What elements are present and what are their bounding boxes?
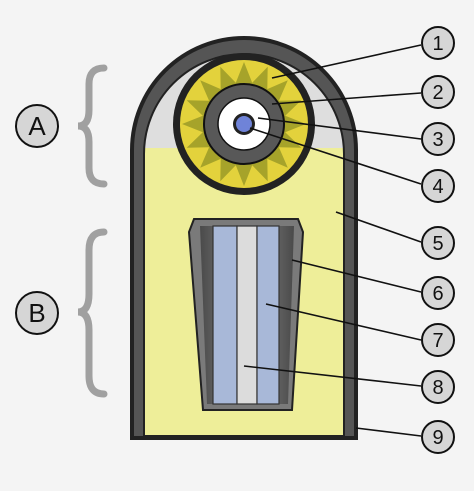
callout-2-text: 2 <box>432 82 443 104</box>
leader-line-2 <box>271 92 422 105</box>
leader-line-4 <box>249 127 422 185</box>
leader-line-3 <box>257 117 422 140</box>
section-label-a-text: A <box>28 111 46 141</box>
callout-5-text: 5 <box>432 233 443 255</box>
rod-middle <box>236 225 258 405</box>
callout-8: 8 <box>421 370 455 404</box>
callout-1-text: 1 <box>432 33 443 55</box>
leader-line-6 <box>291 259 422 293</box>
callout-8-text: 8 <box>432 377 443 399</box>
brace-b <box>77 228 108 398</box>
brace-a <box>77 64 108 188</box>
leader-line-5 <box>335 211 422 243</box>
leader-line-9 <box>355 427 422 437</box>
callout-9: 9 <box>421 420 455 454</box>
callout-6-text: 6 <box>432 283 443 305</box>
callout-1: 1 <box>421 26 455 60</box>
core-center <box>236 116 252 132</box>
callout-6: 6 <box>421 276 455 310</box>
callout-2: 2 <box>421 75 455 109</box>
section-label-b: B <box>15 291 59 335</box>
callout-4-text: 4 <box>432 176 443 198</box>
leader-line-7 <box>265 303 422 341</box>
leader-line-1 <box>271 44 422 79</box>
callout-9-text: 9 <box>432 427 443 449</box>
leader-lines <box>243 44 422 437</box>
callout-4: 4 <box>421 169 455 203</box>
callout-7: 7 <box>421 323 455 357</box>
rod-right <box>256 225 280 405</box>
callout-7-text: 7 <box>432 330 443 352</box>
leader-line-8 <box>243 365 422 387</box>
rod-left <box>212 225 238 405</box>
callout-3-text: 3 <box>432 129 443 151</box>
callout-3: 3 <box>421 122 455 156</box>
section-label-b-text: B <box>28 298 45 328</box>
section-label-a: A <box>15 104 59 148</box>
callout-5: 5 <box>421 226 455 260</box>
